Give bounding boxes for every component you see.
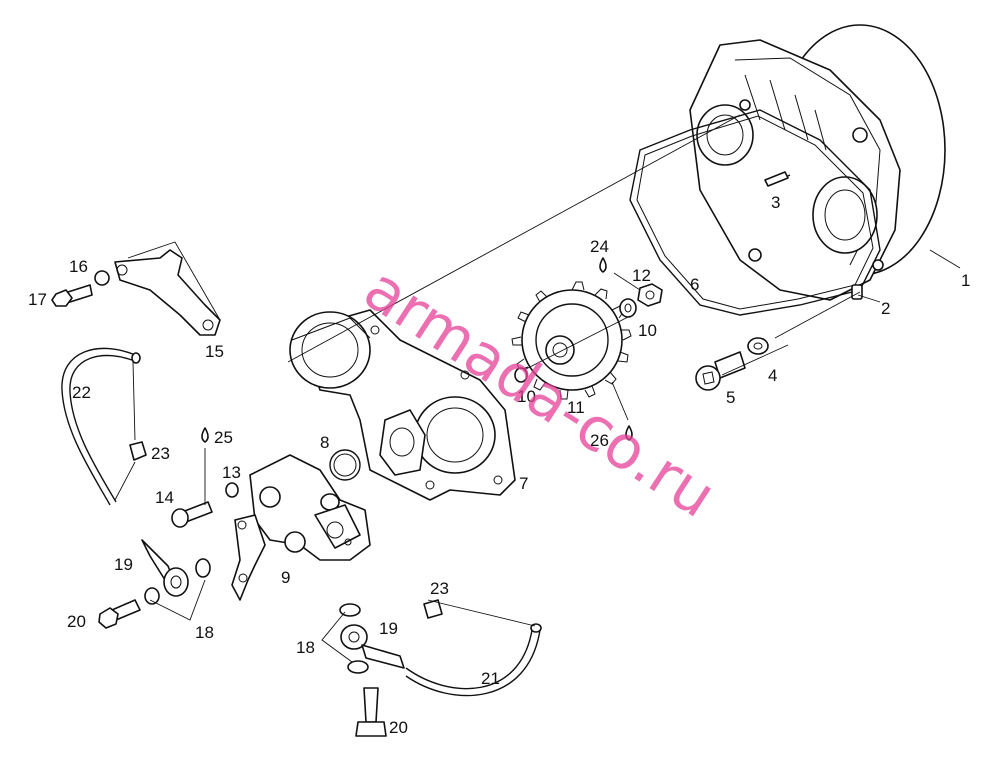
callout-15: 15 xyxy=(205,342,224,361)
callout-8: 8 xyxy=(320,433,329,452)
banjo-fitting-part-19-left xyxy=(141,539,189,597)
washer-part-13 xyxy=(225,482,239,498)
callout-6: 6 xyxy=(690,275,699,294)
callout-17: 17 xyxy=(28,290,47,309)
callout-23-right: 23 xyxy=(430,579,449,598)
fitting-part-2 xyxy=(851,284,863,300)
pin-part-3 xyxy=(764,171,789,187)
callout-26: 26 xyxy=(590,431,609,450)
bolt-part-17 xyxy=(51,284,93,307)
callout-14: 14 xyxy=(155,488,174,507)
callout-16: 16 xyxy=(69,257,88,276)
banjo-bolt-part-20-bottom xyxy=(355,687,387,737)
sealant-drop-26 xyxy=(625,425,633,441)
washer-part-18-c xyxy=(339,603,361,617)
callout-19-left: 19 xyxy=(114,555,133,574)
callout-10-lower: 10 xyxy=(517,387,536,406)
callout-1: 1 xyxy=(961,271,970,290)
leader-lines xyxy=(114,114,961,663)
nut-part-12 xyxy=(637,283,663,307)
oil-pipe-part-22 xyxy=(61,347,141,506)
callout-7: 7 xyxy=(519,474,528,493)
callout-20-bottom: 20 xyxy=(389,718,408,737)
callout-13: 13 xyxy=(222,463,241,482)
screw-part-14 xyxy=(171,501,213,528)
callout-9: 9 xyxy=(281,568,290,587)
o-ring-part-8 xyxy=(329,449,361,481)
washer-part-18-b xyxy=(195,558,211,578)
washer-part-18-a xyxy=(144,587,160,605)
callout-25: 25 xyxy=(214,428,233,447)
callout-4: 4 xyxy=(768,366,777,385)
callout-18-right: 18 xyxy=(296,638,315,657)
callout-10-upper: 10 xyxy=(638,321,657,340)
callout-labels: 1 2 3 4 5 6 7 8 9 10 10 11 12 13 14 15 1… xyxy=(28,193,970,737)
callout-19-right: 19 xyxy=(379,619,398,638)
banjo-fitting-part-19-right xyxy=(340,624,405,669)
callout-5: 5 xyxy=(726,388,735,407)
screw-part-5 xyxy=(695,351,746,391)
sealant-drop-24 xyxy=(599,257,607,273)
fitting-part-23-left xyxy=(129,441,147,461)
callout-21: 21 xyxy=(481,669,500,688)
callout-11: 11 xyxy=(567,398,585,417)
washer-part-10-upper xyxy=(619,298,637,318)
callout-3: 3 xyxy=(771,193,780,212)
oil-pipe-part-21 xyxy=(405,623,542,697)
washer-part-18-d xyxy=(347,660,369,674)
washer-part-10-lower xyxy=(514,367,528,383)
washer-part-4 xyxy=(747,337,769,355)
housing-cover-part-1 xyxy=(689,24,946,301)
banjo-bolt-part-20-left xyxy=(98,599,141,629)
callout-24: 24 xyxy=(590,237,609,256)
callout-22: 22 xyxy=(72,383,91,402)
callout-20-left: 20 xyxy=(67,612,86,631)
pump-housing-part-7 xyxy=(289,309,516,501)
washer-part-16 xyxy=(94,270,110,286)
callout-23-left: 23 xyxy=(151,444,170,463)
callout-18-left: 18 xyxy=(195,623,214,642)
oil-pump-part-9 xyxy=(231,454,371,601)
callout-2: 2 xyxy=(881,299,890,318)
sealant-drop-25 xyxy=(201,427,209,443)
callout-12: 12 xyxy=(632,266,651,285)
